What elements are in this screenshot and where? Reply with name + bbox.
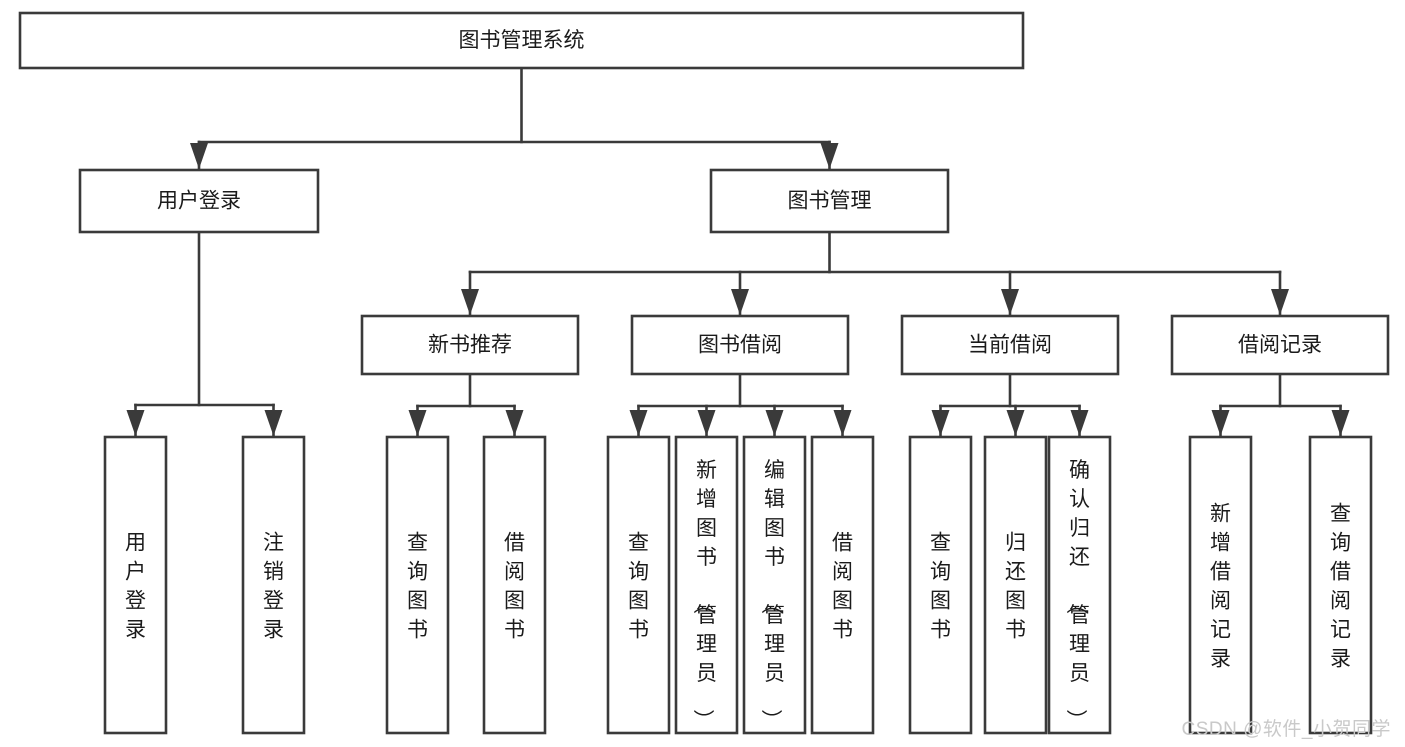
node-borrow-record[interactable]: 借阅记录 <box>1170 314 1390 376</box>
node-label-leaf-borrow-book: 借阅图书 <box>832 532 853 642</box>
node-label-borrow-record: 借阅记录 <box>1238 334 1322 357</box>
node-new-book-recommend[interactable]: 新书推荐 <box>360 314 580 376</box>
node-leaf-logout[interactable]: 注销登录 <box>241 435 306 735</box>
node-label-leaf-confirm-return: 确认归还（管理员） <box>1064 459 1090 730</box>
arrow-head-icon-to-leaf-return-book <box>1006 410 1025 436</box>
node-box-current-borrow <box>900 314 1120 376</box>
arrow-head-icon-to-leaf-query-book-current <box>931 410 950 436</box>
nodes-layer: 图书管理系统用户登录图书管理新书推荐图书借阅当前借阅借阅记录用户登录注销登录查询… <box>18 11 1390 735</box>
node-leaf-query-book-recommend[interactable]: 查询图书 <box>385 435 450 735</box>
arrow-head-icon-to-book-management <box>820 143 839 169</box>
node-label-book-management: 图书管理 <box>788 190 872 213</box>
node-label-new-book-recommend: 新书推荐 <box>428 334 512 357</box>
node-box-leaf-borrow-book <box>810 435 875 735</box>
node-label-leaf-query-borrow-record: 查询借阅记录 <box>1330 503 1351 671</box>
arrow-head-icon-to-user-login <box>190 143 208 169</box>
node-label-book-borrow: 图书借阅 <box>698 334 782 357</box>
node-box-leaf-add-borrow-record <box>1188 435 1253 735</box>
node-box-book-management <box>709 168 950 234</box>
node-current-borrow[interactable]: 当前借阅 <box>900 314 1120 376</box>
connectors-layer <box>126 66 1350 438</box>
node-leaf-query-book-borrow[interactable]: 查询图书 <box>606 435 671 735</box>
node-label-leaf-edit-book: 编辑图书（管理员） <box>759 459 785 730</box>
node-leaf-query-borrow-record[interactable]: 查询借阅记录 <box>1308 435 1373 735</box>
node-leaf-borrow-book[interactable]: 借阅图书 <box>810 435 875 735</box>
node-box-borrow-record <box>1170 314 1390 376</box>
node-box-user-login <box>78 168 320 234</box>
node-label-leaf-add-book: 新增图书（管理员） <box>691 459 717 730</box>
arrow-head-icon-to-leaf-logout <box>264 410 283 436</box>
node-label-root: 图书管理系统 <box>459 29 585 52</box>
node-leaf-edit-book[interactable]: 编辑图书（管理员） <box>742 435 807 735</box>
node-box-leaf-query-book-recommend <box>385 435 450 735</box>
node-box-leaf-return-book <box>983 435 1048 735</box>
node-label-leaf-query-book-recommend: 查询图书 <box>407 532 428 642</box>
arrow-head-icon-to-leaf-query-book-borrow <box>629 410 648 436</box>
node-box-book-borrow <box>630 314 850 376</box>
node-label-leaf-borrow-book-recommend: 借阅图书 <box>504 532 525 642</box>
node-box-root <box>18 11 1025 70</box>
node-box-new-book-recommend <box>360 314 580 376</box>
node-box-leaf-confirm-return <box>1047 435 1112 735</box>
node-leaf-add-book[interactable]: 新增图书（管理员） <box>674 435 739 735</box>
node-leaf-user-login[interactable]: 用户登录 <box>103 435 168 735</box>
arrow-head-icon-to-leaf-user-login <box>126 410 145 436</box>
arrow-head-icon-to-borrow-record <box>1271 289 1289 315</box>
arrow-head-icon-to-leaf-confirm-return <box>1070 410 1089 436</box>
node-label-user-login: 用户登录 <box>157 190 241 213</box>
arrow-head-icon-to-leaf-query-borrow-record <box>1331 410 1350 436</box>
node-label-leaf-user-login: 用户登录 <box>125 532 146 642</box>
node-leaf-borrow-book-recommend[interactable]: 借阅图书 <box>482 435 547 735</box>
node-box-leaf-query-book-current <box>908 435 973 735</box>
node-label-current-borrow: 当前借阅 <box>968 334 1052 357</box>
node-box-leaf-edit-book <box>742 435 807 735</box>
node-box-leaf-query-borrow-record <box>1308 435 1373 735</box>
arrow-head-icon-to-current-borrow <box>1001 289 1019 315</box>
node-label-leaf-return-book: 归还图书 <box>1005 532 1026 642</box>
node-box-leaf-borrow-book-recommend <box>482 435 547 735</box>
node-label-leaf-query-book-current: 查询图书 <box>930 532 951 642</box>
node-label-leaf-add-borrow-record: 新增借阅记录 <box>1210 503 1231 671</box>
arrow-head-icon-to-leaf-borrow-book-recommend <box>505 410 524 436</box>
node-leaf-add-borrow-record[interactable]: 新增借阅记录 <box>1188 435 1253 735</box>
arrow-head-icon-to-new-book-recommend <box>461 289 479 315</box>
node-book-borrow[interactable]: 图书借阅 <box>630 314 850 376</box>
node-box-leaf-query-book-borrow <box>606 435 671 735</box>
arrow-head-icon-to-leaf-add-borrow-record <box>1211 410 1230 436</box>
arrow-head-icon-to-leaf-query-book-recommend <box>408 410 427 436</box>
node-label-leaf-logout: 注销登录 <box>263 532 284 642</box>
arrow-head-icon-to-leaf-borrow-book <box>833 410 852 436</box>
arrow-head-icon-to-book-borrow <box>731 289 749 315</box>
node-box-leaf-add-book <box>674 435 739 735</box>
arrow-head-icon-to-leaf-add-book <box>697 410 716 436</box>
arrow-head-icon-to-leaf-edit-book <box>765 410 784 436</box>
node-box-leaf-logout <box>241 435 306 735</box>
node-leaf-return-book[interactable]: 归还图书 <box>983 435 1048 735</box>
node-leaf-query-book-current[interactable]: 查询图书 <box>908 435 973 735</box>
node-user-login[interactable]: 用户登录 <box>78 168 320 234</box>
node-label-leaf-query-book-borrow: 查询图书 <box>628 532 649 642</box>
node-box-leaf-user-login <box>103 435 168 735</box>
node-root[interactable]: 图书管理系统 <box>18 11 1025 70</box>
node-book-management[interactable]: 图书管理 <box>709 168 950 234</box>
node-leaf-confirm-return[interactable]: 确认归还（管理员） <box>1047 435 1112 735</box>
